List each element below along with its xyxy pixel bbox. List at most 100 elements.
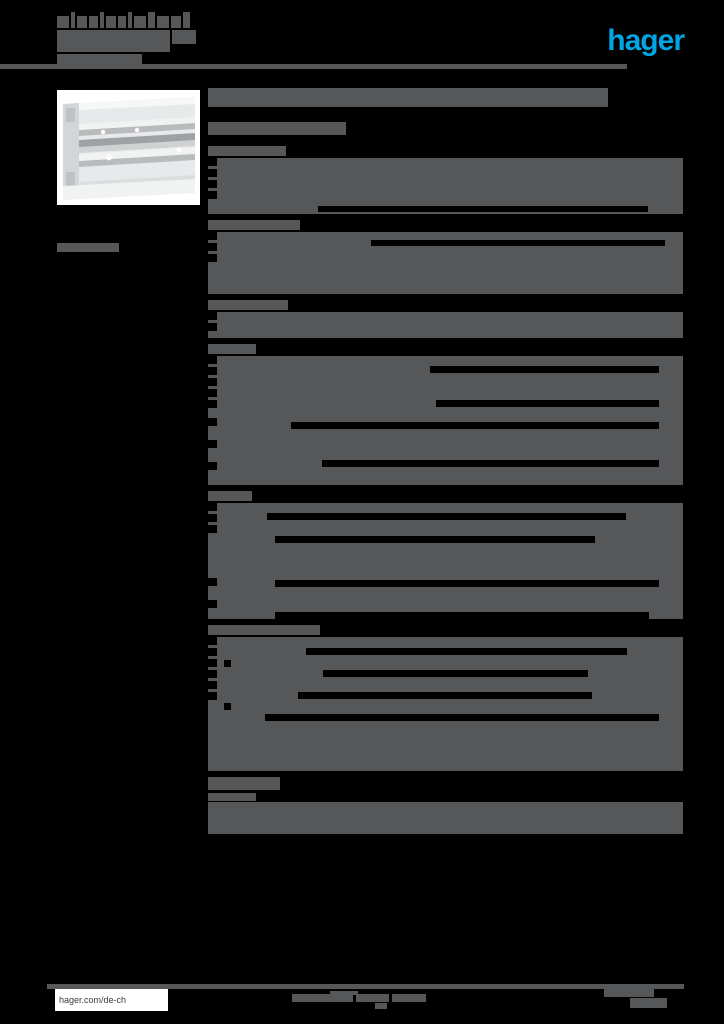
left-caption-redacted (57, 243, 119, 252)
header-text-block (118, 16, 126, 28)
header-text-block (57, 30, 170, 52)
spec-row-indent (208, 670, 217, 678)
header-text-block (172, 30, 196, 44)
spec-row-indent (208, 389, 217, 397)
page-title (208, 88, 608, 107)
tail-label (208, 793, 256, 801)
spec-row-indent (208, 514, 217, 522)
spec-row-indent (208, 312, 217, 320)
spec-bullet-gap (224, 660, 231, 667)
spec-row-indent (208, 191, 217, 199)
spec-row-indent (208, 169, 217, 177)
spec-bullet-gap (224, 703, 231, 710)
spec-value-gap (306, 648, 627, 655)
spec-value-gap (322, 460, 659, 467)
footer-page-block (604, 988, 654, 997)
spec-row-indent (208, 158, 217, 166)
header-text-block (171, 16, 181, 28)
footer-url[interactable]: hager.com/de-ch (55, 989, 168, 1011)
spec-value-gap (318, 206, 648, 212)
spec-section-body (208, 158, 683, 214)
spec-row-indent (208, 648, 217, 656)
spec-row-indent (208, 440, 217, 448)
header-text-block (134, 16, 146, 28)
spec-section-body (208, 637, 683, 771)
page-subtitle (208, 122, 346, 135)
tail-body (208, 802, 683, 834)
header-text-block (106, 16, 116, 28)
spec-value-gap (275, 536, 595, 543)
header-text-block (89, 16, 98, 28)
spec-tail-blocks (208, 777, 683, 834)
footer-text-block (356, 994, 389, 1002)
header-divider (0, 64, 627, 69)
spec-row-indent (208, 681, 217, 689)
spec-section-body (208, 312, 683, 338)
footer-page-block (630, 998, 667, 1008)
spec-section-header (208, 300, 288, 310)
footer-text-block (375, 1003, 387, 1009)
spec-row-indent (208, 356, 217, 364)
spec-row-indent (208, 525, 217, 533)
spec-row-indent (208, 378, 217, 386)
spec-value-gap (371, 240, 665, 246)
spec-row-indent (208, 600, 217, 608)
header-text-block (77, 16, 87, 28)
spec-section-header (208, 146, 286, 156)
spec-value-gap (265, 714, 659, 721)
spec-row-indent (208, 367, 217, 375)
spec-value-gap (291, 422, 659, 429)
spec-value-gap (275, 612, 649, 619)
spec-row-indent (208, 323, 217, 331)
header-text-block (183, 12, 190, 28)
spec-section (208, 300, 683, 338)
page-header: hager (57, 12, 685, 70)
spec-row-indent (208, 232, 217, 240)
spec-sections (208, 146, 683, 771)
spec-row-indent (208, 243, 217, 251)
spec-value-gap (275, 580, 659, 587)
spec-value-gap (323, 670, 588, 677)
header-text-block (57, 16, 69, 28)
spec-section-header (208, 491, 252, 501)
spec-section (208, 625, 683, 771)
footer-text-block (392, 994, 426, 1002)
spec-value-gap (298, 692, 592, 699)
spec-row-indent (208, 637, 217, 645)
header-text-block (157, 16, 169, 28)
spec-row-indent (208, 462, 217, 470)
spec-row-indent (208, 180, 217, 188)
header-text-block (71, 12, 75, 28)
spec-row-indent (208, 659, 217, 667)
spec-section-header (208, 625, 320, 635)
spec-section-body (208, 356, 683, 485)
header-text-block (128, 12, 132, 28)
header-text-block (148, 12, 155, 28)
spec-section-body (208, 503, 683, 619)
footer-text-block (292, 994, 353, 1002)
spec-section-header (208, 344, 256, 354)
spec-value-gap (267, 513, 626, 520)
product-image (57, 90, 200, 205)
header-text-block (100, 12, 104, 28)
spec-section-header (208, 220, 300, 230)
footer-divider (47, 984, 684, 989)
spec-row-indent (208, 254, 217, 262)
spec-value-gap (436, 400, 659, 407)
small-label (208, 777, 280, 790)
specifications-column (208, 88, 683, 834)
spec-value-gap (430, 366, 659, 373)
spec-row-indent (208, 503, 217, 511)
spec-section (208, 491, 683, 619)
spec-section-body (208, 232, 683, 294)
spec-section (208, 146, 683, 214)
cable-trunking-illustration (57, 90, 200, 205)
hager-logo: hager (607, 24, 685, 57)
spec-row-indent (208, 400, 217, 408)
spec-section (208, 220, 683, 294)
spec-row-indent (208, 692, 217, 700)
footer-text-block (330, 991, 358, 995)
spec-row-indent (208, 578, 217, 586)
spec-row-indent (208, 418, 217, 426)
